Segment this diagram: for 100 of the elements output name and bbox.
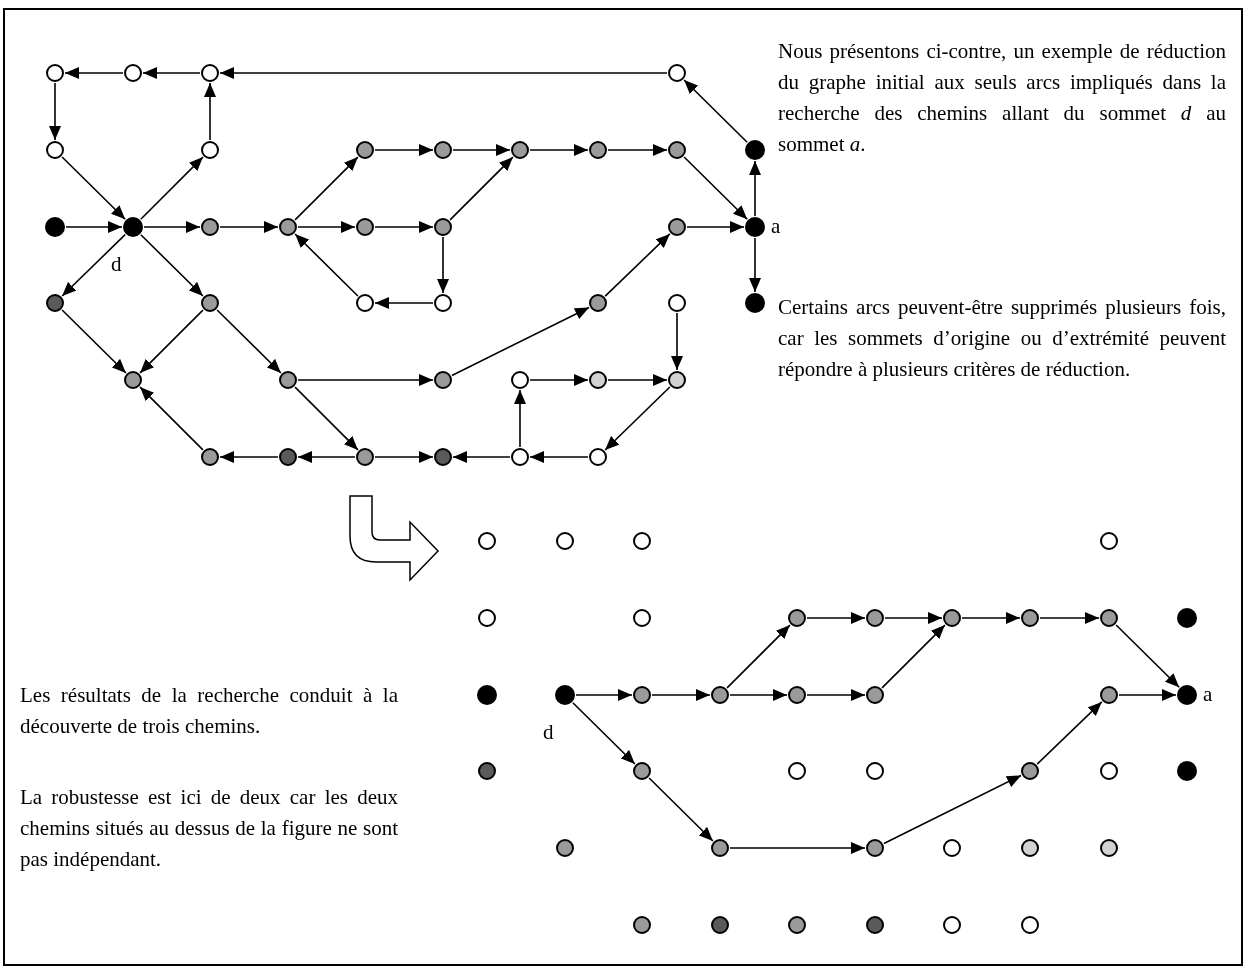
- vertex-circle: [866, 762, 884, 780]
- vertex-circle: [711, 839, 729, 857]
- vertex-circle: [511, 448, 529, 466]
- arrow: [604, 233, 671, 297]
- vertex-circle: [434, 371, 452, 389]
- arrow: [806, 612, 866, 624]
- vertex-circle: [434, 448, 452, 466]
- vertex-circle: [668, 218, 686, 236]
- arrow: [961, 612, 1021, 624]
- arrow: [219, 451, 279, 463]
- arrow: [651, 689, 711, 701]
- vertex-circle: [356, 294, 374, 312]
- arrow: [806, 689, 866, 701]
- vertex-circle: [1100, 532, 1118, 550]
- arrow: [604, 386, 671, 451]
- vertex-circle: [668, 141, 686, 159]
- vertex-circle: [589, 294, 607, 312]
- arrow: [139, 309, 204, 374]
- arrow: [575, 689, 633, 701]
- vertex-circle: [556, 532, 574, 550]
- vertex-circle: [788, 609, 806, 627]
- vertex-circle: [555, 685, 575, 705]
- arrow: [143, 221, 201, 233]
- vertex-circle: [279, 371, 297, 389]
- arrow: [1039, 612, 1100, 624]
- vertex-circle: [556, 839, 574, 857]
- arrow: [65, 221, 123, 233]
- arrow: [294, 233, 359, 297]
- vertex-circle: [633, 916, 651, 934]
- arrow: [204, 82, 216, 141]
- vertex-circle: [1177, 685, 1197, 705]
- vertex-circle: [279, 448, 297, 466]
- arrow: [140, 156, 204, 220]
- vertex-label: d: [111, 253, 122, 275]
- arrow: [374, 297, 434, 309]
- vertex-circle: [1021, 762, 1039, 780]
- vertex-circle: [1177, 761, 1197, 781]
- vertex-circle: [201, 218, 219, 236]
- vertex-circle: [45, 217, 65, 237]
- vertex-circle: [589, 448, 607, 466]
- vertex-circle: [511, 141, 529, 159]
- vertex-circle: [434, 218, 452, 236]
- arrow: [729, 842, 866, 854]
- vertex-circle: [46, 294, 64, 312]
- vertex-circle: [1100, 609, 1118, 627]
- vertex-circle: [1177, 608, 1197, 628]
- vertex-circle: [124, 371, 142, 389]
- vertex-circle: [866, 609, 884, 627]
- arrow: [683, 156, 748, 221]
- vertex-circle: [356, 218, 374, 236]
- arrow: [1118, 689, 1177, 701]
- arrow: [881, 624, 946, 689]
- arrow: [749, 237, 761, 293]
- arrow: [529, 451, 589, 463]
- arrow: [671, 312, 683, 371]
- vertex-circle: [123, 217, 143, 237]
- vertex-circle: [633, 532, 651, 550]
- vertex-circle: [788, 916, 806, 934]
- arrow: [452, 144, 511, 156]
- vertex-circle: [478, 532, 496, 550]
- arrow: [883, 774, 1022, 845]
- vertex-circle: [745, 217, 765, 237]
- arrow: [449, 156, 514, 221]
- arrow: [683, 79, 748, 144]
- vertex-circle: [1021, 609, 1039, 627]
- arrow: [529, 144, 589, 156]
- vertex-label: a: [1203, 683, 1213, 705]
- arrow: [61, 156, 126, 221]
- paragraph-text: Certains arcs peuvent-être supprimés plusieurs fois, car les sommets d’origine ou d’extrémité peuvent répondre à plusieurs critères de réduction.: [778, 294, 1226, 383]
- arrow: [607, 374, 668, 386]
- arrow: [61, 309, 127, 374]
- arrow: [297, 374, 434, 386]
- vertex-circle: [201, 141, 219, 159]
- arrow: [1036, 701, 1103, 765]
- arrow: [686, 221, 745, 233]
- arrow: [61, 233, 126, 297]
- arrow: [219, 67, 668, 79]
- arrow: [374, 451, 434, 463]
- vertex-circle: [124, 64, 142, 82]
- arrow: [216, 309, 282, 374]
- vertex-circle: [1100, 686, 1118, 704]
- arrow: [64, 67, 124, 79]
- vertex-circle: [434, 141, 452, 159]
- vertex-circle: [589, 141, 607, 159]
- vertex-circle: [478, 762, 496, 780]
- vertex-circle: [943, 839, 961, 857]
- vertex-circle: [633, 686, 651, 704]
- arrow: [514, 389, 526, 448]
- vertex-circle: [356, 448, 374, 466]
- arrow: [572, 701, 636, 765]
- arrow: [749, 160, 761, 217]
- paragraph-text: Nous présentons ci-contre, un exemple de réduction du graphe initial aux seuls arcs impliqués dans la recherche des chemins allant du sommet d au sommet a.: [778, 38, 1226, 158]
- vertex-circle: [866, 916, 884, 934]
- vertex-circle: [668, 371, 686, 389]
- vertex-circle: [943, 916, 961, 934]
- vertex-circle: [711, 916, 729, 934]
- arrow: [648, 777, 714, 842]
- vertex-circle: [46, 141, 64, 159]
- vertex-circle: [477, 685, 497, 705]
- vertex-circle: [788, 686, 806, 704]
